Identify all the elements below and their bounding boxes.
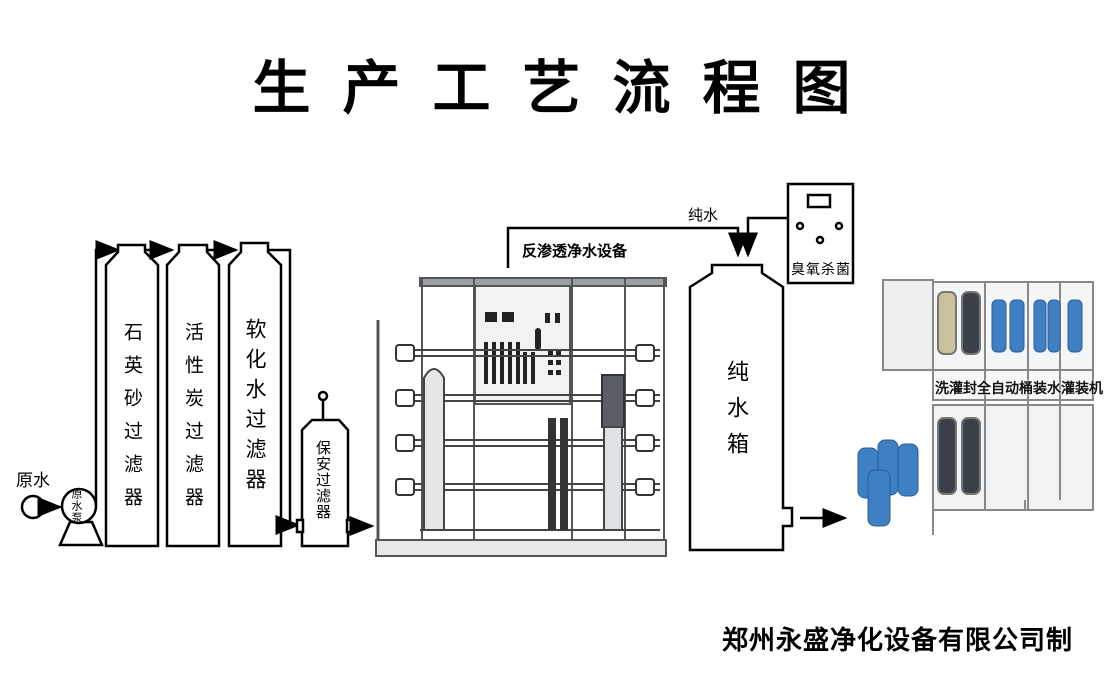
ozone-sterilizer-box bbox=[786, 182, 855, 285]
ozone-sterilizer-label: 臭氧杀菌 bbox=[791, 262, 851, 278]
pure-water-tank-label: 纯水箱 bbox=[723, 360, 748, 468]
raw-water-source-icon bbox=[20, 494, 46, 520]
pure-water-tank bbox=[688, 263, 794, 552]
filling-machine-illustration bbox=[857, 279, 1094, 535]
pressure-gauge-icon bbox=[317, 390, 329, 402]
raw-water-pump-label: 原水泵 bbox=[70, 488, 83, 524]
activated-carbon-filter-label: 活性炭过滤器 bbox=[182, 322, 204, 520]
raw-water-label: 原水 bbox=[16, 471, 50, 491]
activated-carbon-filter-tank bbox=[165, 243, 221, 548]
ro-equipment-label: 反渗透净水设备 bbox=[522, 242, 628, 260]
filling-machine-label: 洗灌封全自动桶装水灌装机 bbox=[935, 381, 1103, 397]
security-filter-tank bbox=[300, 418, 350, 548]
softening-filter-tank bbox=[227, 241, 283, 548]
company-credit: 郑州永盛净化设备有限公司制 bbox=[722, 626, 1074, 656]
softening-filter-label: 软化水过滤器 bbox=[243, 318, 267, 498]
ro-machine-illustration bbox=[375, 277, 667, 557]
quartz-sand-filter-label: 石英砂过滤器 bbox=[121, 322, 143, 520]
quartz-sand-filter-tank bbox=[104, 243, 160, 548]
pump-icon bbox=[58, 487, 104, 547]
pure-water-flow-label: 纯水 bbox=[688, 206, 719, 224]
security-filter-label: 保安过滤器 bbox=[314, 440, 332, 520]
page-title: 生产工艺流程图 bbox=[252, 54, 883, 122]
